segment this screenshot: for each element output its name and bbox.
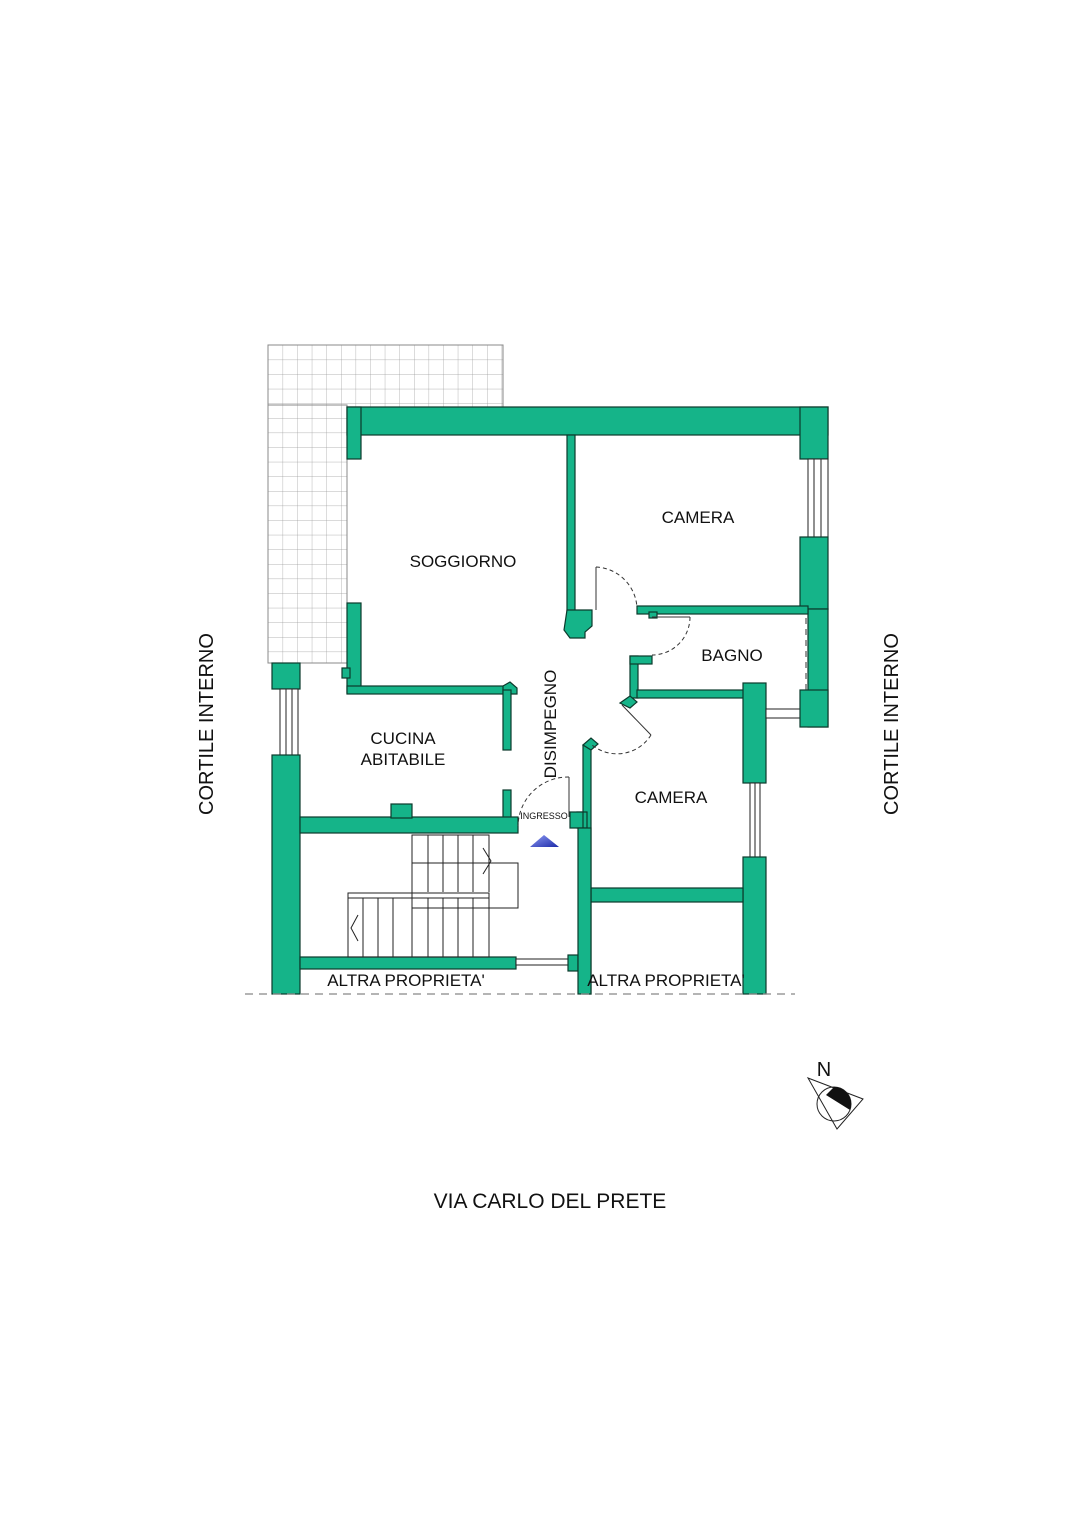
svg-text:N: N (817, 1059, 831, 1081)
doors (517, 566, 691, 827)
room-label-soggiorno: SOGGIORNO (410, 552, 517, 571)
neighbor-label-1: ALTRA PROPRIETA' (327, 971, 485, 990)
walls (271, 406, 829, 995)
room-label-camera-2: CAMERA (635, 788, 708, 807)
terrace (267, 344, 504, 664)
entrance-marker (530, 835, 559, 847)
room-label-camera-1: CAMERA (662, 508, 735, 527)
entrance-label: INGRESSO (520, 811, 568, 821)
right-courtyard-label: CORTILE INTERNO (881, 633, 903, 815)
compass-icon: N (806, 1059, 864, 1130)
room-label-bagno: BAGNO (701, 646, 762, 665)
room-label-disimpegno: DISIMPEGNO (541, 670, 560, 779)
room-label-cucina-line2: ABITABILE (361, 750, 446, 769)
room-label-cucina-line1: CUCINA (370, 729, 436, 748)
street-label: VIA CARLO DEL PRETE (434, 1190, 667, 1213)
neighbor-label-2: ALTRA PROPRIETA' (587, 971, 745, 990)
left-courtyard-label: CORTILE INTERNO (196, 633, 218, 815)
staircase[interactable] (347, 834, 519, 958)
